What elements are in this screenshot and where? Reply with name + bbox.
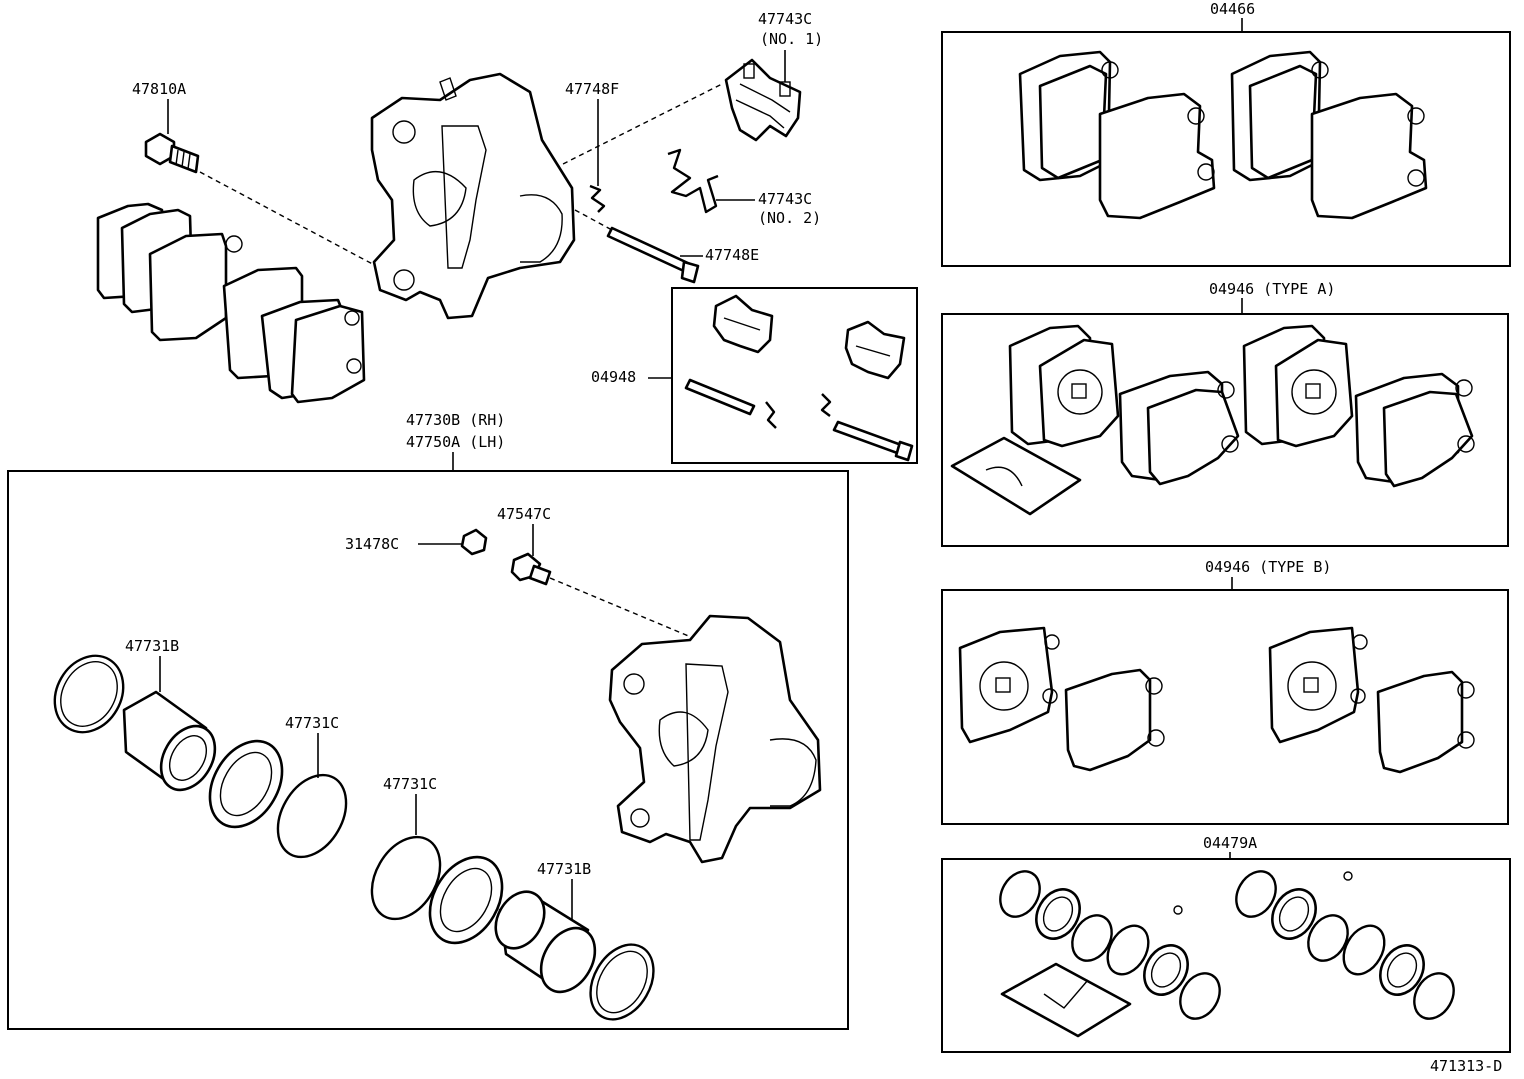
label-47730b-rh: 47730B (RH)	[406, 411, 505, 429]
seal-kit-04479a-parts	[999, 870, 1455, 1038]
caliper-top-icon	[370, 72, 576, 320]
seal-ring-bottom-icon	[589, 943, 655, 1021]
kit-04946-type-a-box	[941, 313, 1509, 547]
label-04466: 04466	[1210, 0, 1255, 18]
clip-47743c-no1-icon	[724, 58, 802, 142]
label-47731b-bottom: 47731B	[537, 860, 591, 878]
kit-04948-box	[671, 287, 918, 464]
label-47743c-no2: 47743C	[758, 190, 812, 208]
kit-04479a-box	[941, 858, 1511, 1053]
pad-kit-04466-parts	[1018, 50, 1428, 220]
piston-bottom-icon	[494, 890, 597, 994]
label-47748e: 47748E	[705, 246, 759, 264]
label-47743c-no1: 47743C	[758, 10, 812, 28]
seal-ring-left-icon	[53, 654, 125, 734]
leader-lines	[159, 18, 1243, 920]
label-04946-type-b: 04946 (TYPE B)	[1205, 558, 1331, 576]
caliper-assembly-box	[7, 470, 849, 1030]
kit-04466-box	[941, 31, 1511, 267]
label-04479a: 04479A	[1203, 834, 1257, 852]
diagram-id: 471313-D	[1430, 1057, 1502, 1075]
retaining-ring-mid-icon	[370, 835, 442, 921]
label-47748f: 47748F	[565, 80, 619, 98]
pin-47748e-icon	[606, 226, 700, 284]
caliper-body-icon	[608, 614, 822, 864]
label-47547c: 47547C	[497, 505, 551, 523]
bolt-47810a-icon	[144, 132, 200, 174]
label-47743c-no2-sub: (NO. 2)	[758, 209, 821, 227]
retaining-ring-right-icon	[276, 773, 348, 859]
label-04948: 04948	[591, 368, 636, 386]
label-47743c-no1-sub: (NO. 1)	[760, 30, 823, 48]
piston-left-icon	[122, 690, 217, 792]
clip-47748f-icon	[589, 184, 606, 213]
bleeder-screw-47547c-icon	[510, 552, 552, 586]
piston-seal-left-icon	[208, 739, 284, 829]
shim-kit-04946-type-a-parts	[950, 324, 1475, 516]
label-47750a-lh: 47750A (LH)	[406, 433, 505, 451]
brake-pad-set-icon	[96, 202, 366, 404]
shim-kit-04946-type-b-parts	[958, 626, 1475, 774]
label-47731c-right: 47731C	[285, 714, 339, 732]
bleeder-cap-31478c-icon	[460, 528, 488, 556]
kit-04948-parts	[684, 294, 914, 462]
label-47810a: 47810A	[132, 80, 186, 98]
alignment-dashes	[199, 83, 723, 641]
kit-04946-type-b-box	[941, 589, 1509, 825]
piston-seal-bottom-icon	[428, 855, 504, 945]
label-47731c-mid: 47731C	[383, 775, 437, 793]
label-04946-type-a: 04946 (TYPE A)	[1209, 280, 1335, 298]
label-31478c: 31478C	[345, 535, 399, 553]
spring-47743c-no2-icon	[667, 148, 719, 214]
label-47731b-left: 47731B	[125, 637, 179, 655]
